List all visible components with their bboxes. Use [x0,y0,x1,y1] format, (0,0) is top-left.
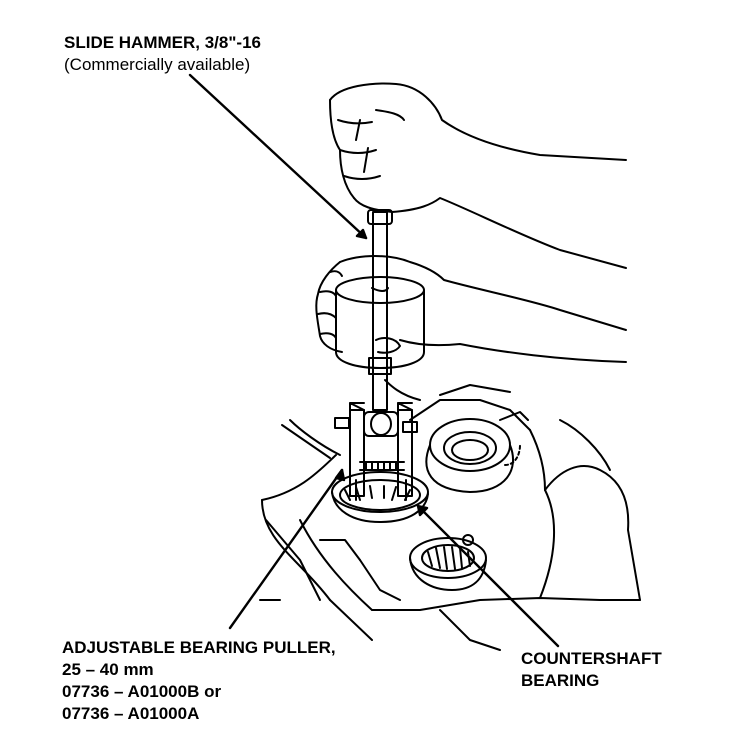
leader-lines [188,73,560,648]
case-boss [425,411,529,493]
lower-hand [315,255,627,363]
slide-hammer [335,209,425,411]
slide-hammer-leader [188,73,368,240]
countershaft-bearing-callout: COUNTERSHAFT BEARING [521,648,662,692]
puller-leader [228,468,344,630]
bearing-puller-callout: ADJUSTABLE BEARING PULLER, 25 – 40 mm 07… [62,637,336,725]
bearing-puller-label: ADJUSTABLE BEARING PULLER, [62,638,336,657]
transmission-case [259,379,641,651]
bearing-puller-part-number-b: 07736 – A01000B or [62,682,222,701]
countershaft-bearing-label-line1: COUNTERSHAFT [521,649,662,668]
upper-hand [329,82,627,269]
bearing-puller-size: 25 – 40 mm [62,660,154,679]
countershaft-bearing [331,471,429,523]
lower-bearing [409,534,487,591]
bearing-puller-part-number-a: 07736 – A01000A [62,704,200,723]
slide-hammer-callout: SLIDE HAMMER, 3/8"-16 (Commercially avai… [64,32,261,76]
slide-hammer-label: SLIDE HAMMER, 3/8"-16 [64,33,261,52]
bearing-puller [334,402,418,501]
bearing-leader [416,504,560,648]
countershaft-bearing-label-line2: BEARING [521,671,600,690]
slide-hammer-note: (Commercially available) [64,55,251,74]
